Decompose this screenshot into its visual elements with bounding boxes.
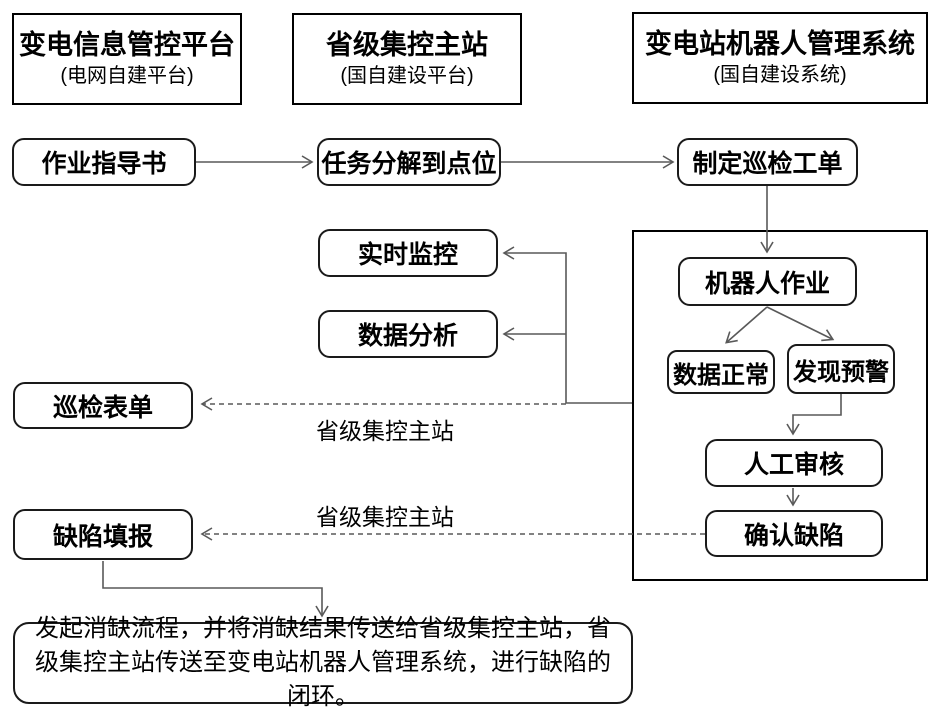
header-provincial-station-title: 省级集控主站 [326,29,488,60]
node-data-normal: 数据正常 [667,350,775,394]
closing-note: 发起消缺流程，并将消缺结果传送给省级集控主站，省级集控主站传送至变电站机器人管理… [13,615,633,710]
node-create-order: 制定巡检工单 [677,138,858,186]
header-grid-platform-subtitle: (电网自建平台) [60,65,194,88]
node-manual-review: 人工审核 [705,439,883,487]
node-work-guide: 作业指导书 [12,138,196,186]
node-task-decompose: 任务分解到点位 [317,138,501,186]
edge-label-provincial-lower: 省级集控主站 [316,504,454,530]
edge-label-provincial-upper: 省级集控主站 [316,418,454,444]
node-realtime-monitor: 实时监控 [318,229,498,277]
header-robot-system-title: 变电站机器人管理系统 [645,28,915,59]
node-confirm-defect: 确认缺陷 [705,510,883,557]
connector-robotwork-to-datanormal [725,306,768,344]
connector-alert-to-review [786,394,842,436]
header-grid-platform: 变电信息管控平台 (电网自建平台) [12,13,242,105]
node-robot-work: 机器人作业 [678,257,857,306]
connector-container-to-monitor [502,246,632,404]
header-robot-system: 变电站机器人管理系统 (国自建设系统) [632,12,928,104]
header-provincial-station: 省级集控主站 (国自建设平台) [292,13,522,105]
node-defect-report: 缺陷填报 [13,509,193,560]
header-robot-system-subtitle: (国自建设系统) [713,64,847,87]
robot-system-container [632,230,928,581]
connector-robotwork-to-alert [766,306,835,342]
node-alert-found: 发现预警 [787,344,895,394]
connector-report-to-note [102,561,329,618]
header-grid-platform-title: 变电信息管控平台 [19,29,235,60]
header-provincial-station-subtitle: (国自建设平台) [340,65,474,88]
node-inspection-form: 巡检表单 [13,382,193,429]
node-data-analysis: 数据分析 [318,310,498,358]
